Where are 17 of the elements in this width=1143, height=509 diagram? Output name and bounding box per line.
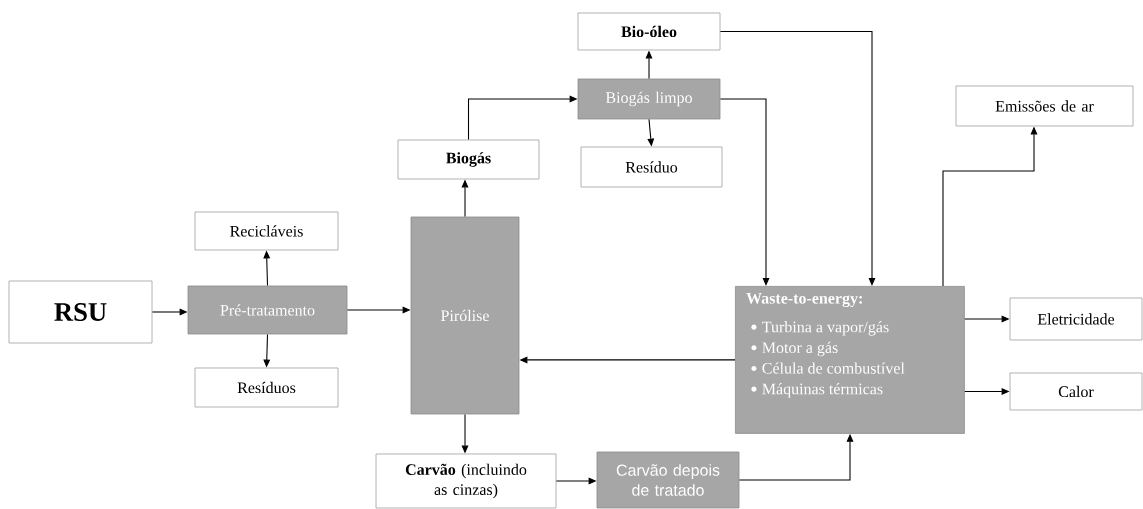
output-box: Recicláveis (194, 211, 339, 251)
arrow (719, 98, 770, 286)
process-box: Pré-tratamento (187, 285, 348, 335)
output-box: Carvão (incluindo as cinzas) (375, 453, 557, 509)
output-box: Bio-óleo (577, 12, 721, 51)
output-box: Calor (1009, 372, 1143, 411)
process-box: RSU (8, 280, 153, 344)
process-box: Pirólise (410, 216, 520, 415)
process-box: Carvão depois de tratado (596, 451, 740, 509)
output-box: Eletricidade (1009, 297, 1143, 341)
output-box: Biogás (397, 139, 540, 180)
output-box: Resíduos (194, 367, 339, 408)
process-box: Biogás limpo (577, 78, 721, 120)
output-box: Resíduo (580, 146, 723, 188)
process-box: Waste-to-energy: Turbina a vapor/gás Motor a gás Célula de combustível Máquinas térmicas (735, 286, 965, 434)
output-box: Emissões de ar (955, 85, 1134, 127)
arrow (719, 30, 876, 286)
